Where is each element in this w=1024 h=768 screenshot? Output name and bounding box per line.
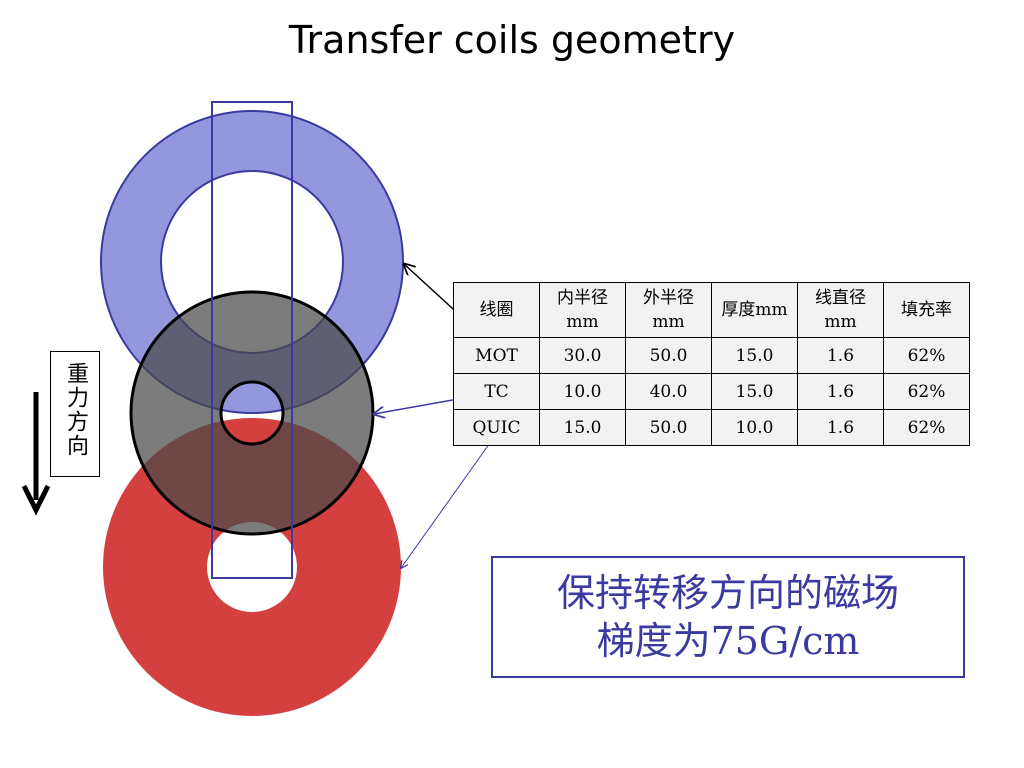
table-cell: 1.6: [797, 337, 884, 374]
table-cell: QUIC: [453, 409, 540, 446]
table-cell: 10.0: [539, 373, 626, 410]
table-cell: 40.0: [625, 373, 712, 410]
table-cell: 50.0: [625, 337, 712, 374]
table-row-tc: TC 10.0 40.0 15.0 1.6 62%: [453, 373, 970, 410]
header-fill-factor: 填充率: [883, 282, 970, 338]
table-cell: 30.0: [539, 337, 626, 374]
quic-pointer-line: [401, 432, 498, 568]
table-cell: 62%: [883, 409, 970, 446]
table-cell: MOT: [453, 337, 540, 374]
table-cell: 1.6: [797, 409, 884, 446]
table-cell: 10.0: [711, 409, 798, 446]
tc-coil: [130, 291, 373, 535]
table-cell: 15.0: [711, 337, 798, 374]
gradient-note-box: 保持转移方向的磁场 梯度为75G/cm: [491, 556, 965, 678]
gradient-note-line1: 保持转移方向的磁场: [556, 571, 899, 615]
header-coil: 线圈: [453, 282, 540, 338]
table-cell: TC: [453, 373, 540, 410]
table-cell: 62%: [883, 373, 970, 410]
table-cell: 15.0: [539, 409, 626, 446]
table-cell: 50.0: [625, 409, 712, 446]
gravity-direction-label: 重力方向: [63, 362, 88, 458]
gravity-direction-box: 重力方向: [50, 351, 100, 477]
table-row-quic: QUIC 15.0 50.0 10.0 1.6 62%: [453, 409, 970, 446]
header-thickness: 厚度mm: [711, 282, 798, 338]
transfer-tube: [211, 101, 293, 579]
table-cell: 62%: [883, 337, 970, 374]
gradient-note-line2: 梯度为75G/cm: [596, 619, 860, 663]
table-row-mot: MOT 30.0 50.0 15.0 1.6 62%: [453, 337, 970, 374]
gravity-arrow-head: [21, 484, 51, 516]
table-cell: 1.6: [797, 373, 884, 410]
table-cell: 15.0: [711, 373, 798, 410]
tc-coil-inner-edge: [219, 380, 285, 446]
slide-title: Transfer coils geometry: [288, 18, 736, 62]
